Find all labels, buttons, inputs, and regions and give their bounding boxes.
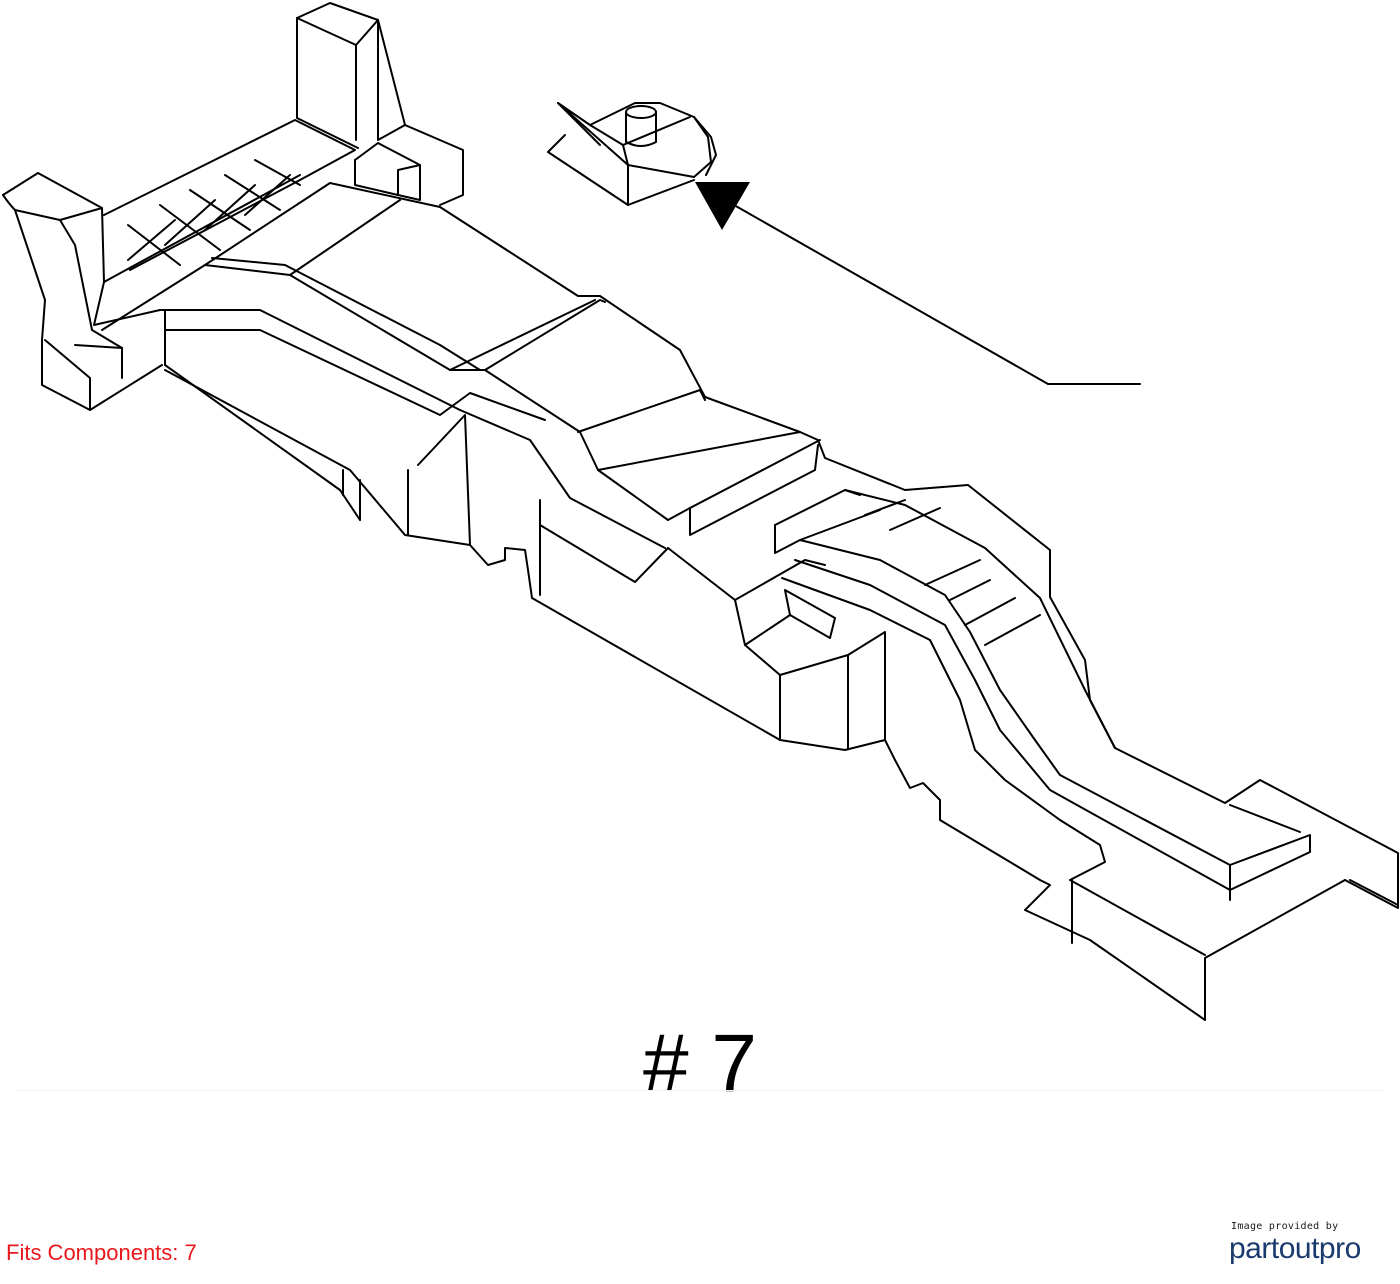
leader-line [733, 204, 1141, 385]
triangle-arrow-icon [695, 182, 750, 230]
provider-credit: Image provided by partoutpro [1229, 1221, 1389, 1266]
callout-number: # 7 [643, 1018, 757, 1109]
provider-caption: Image provided by [1231, 1221, 1339, 1232]
divider [16, 1090, 1384, 1091]
fits-components-caption: Fits Components: 7 [6, 1240, 197, 1265]
provider-logo: partoutpro [1229, 1232, 1361, 1265]
main-part-outline [2, 2, 1399, 1021]
exploded-parts-diagram [2, 2, 1399, 1021]
retainer-clip-icon [547, 102, 717, 206]
